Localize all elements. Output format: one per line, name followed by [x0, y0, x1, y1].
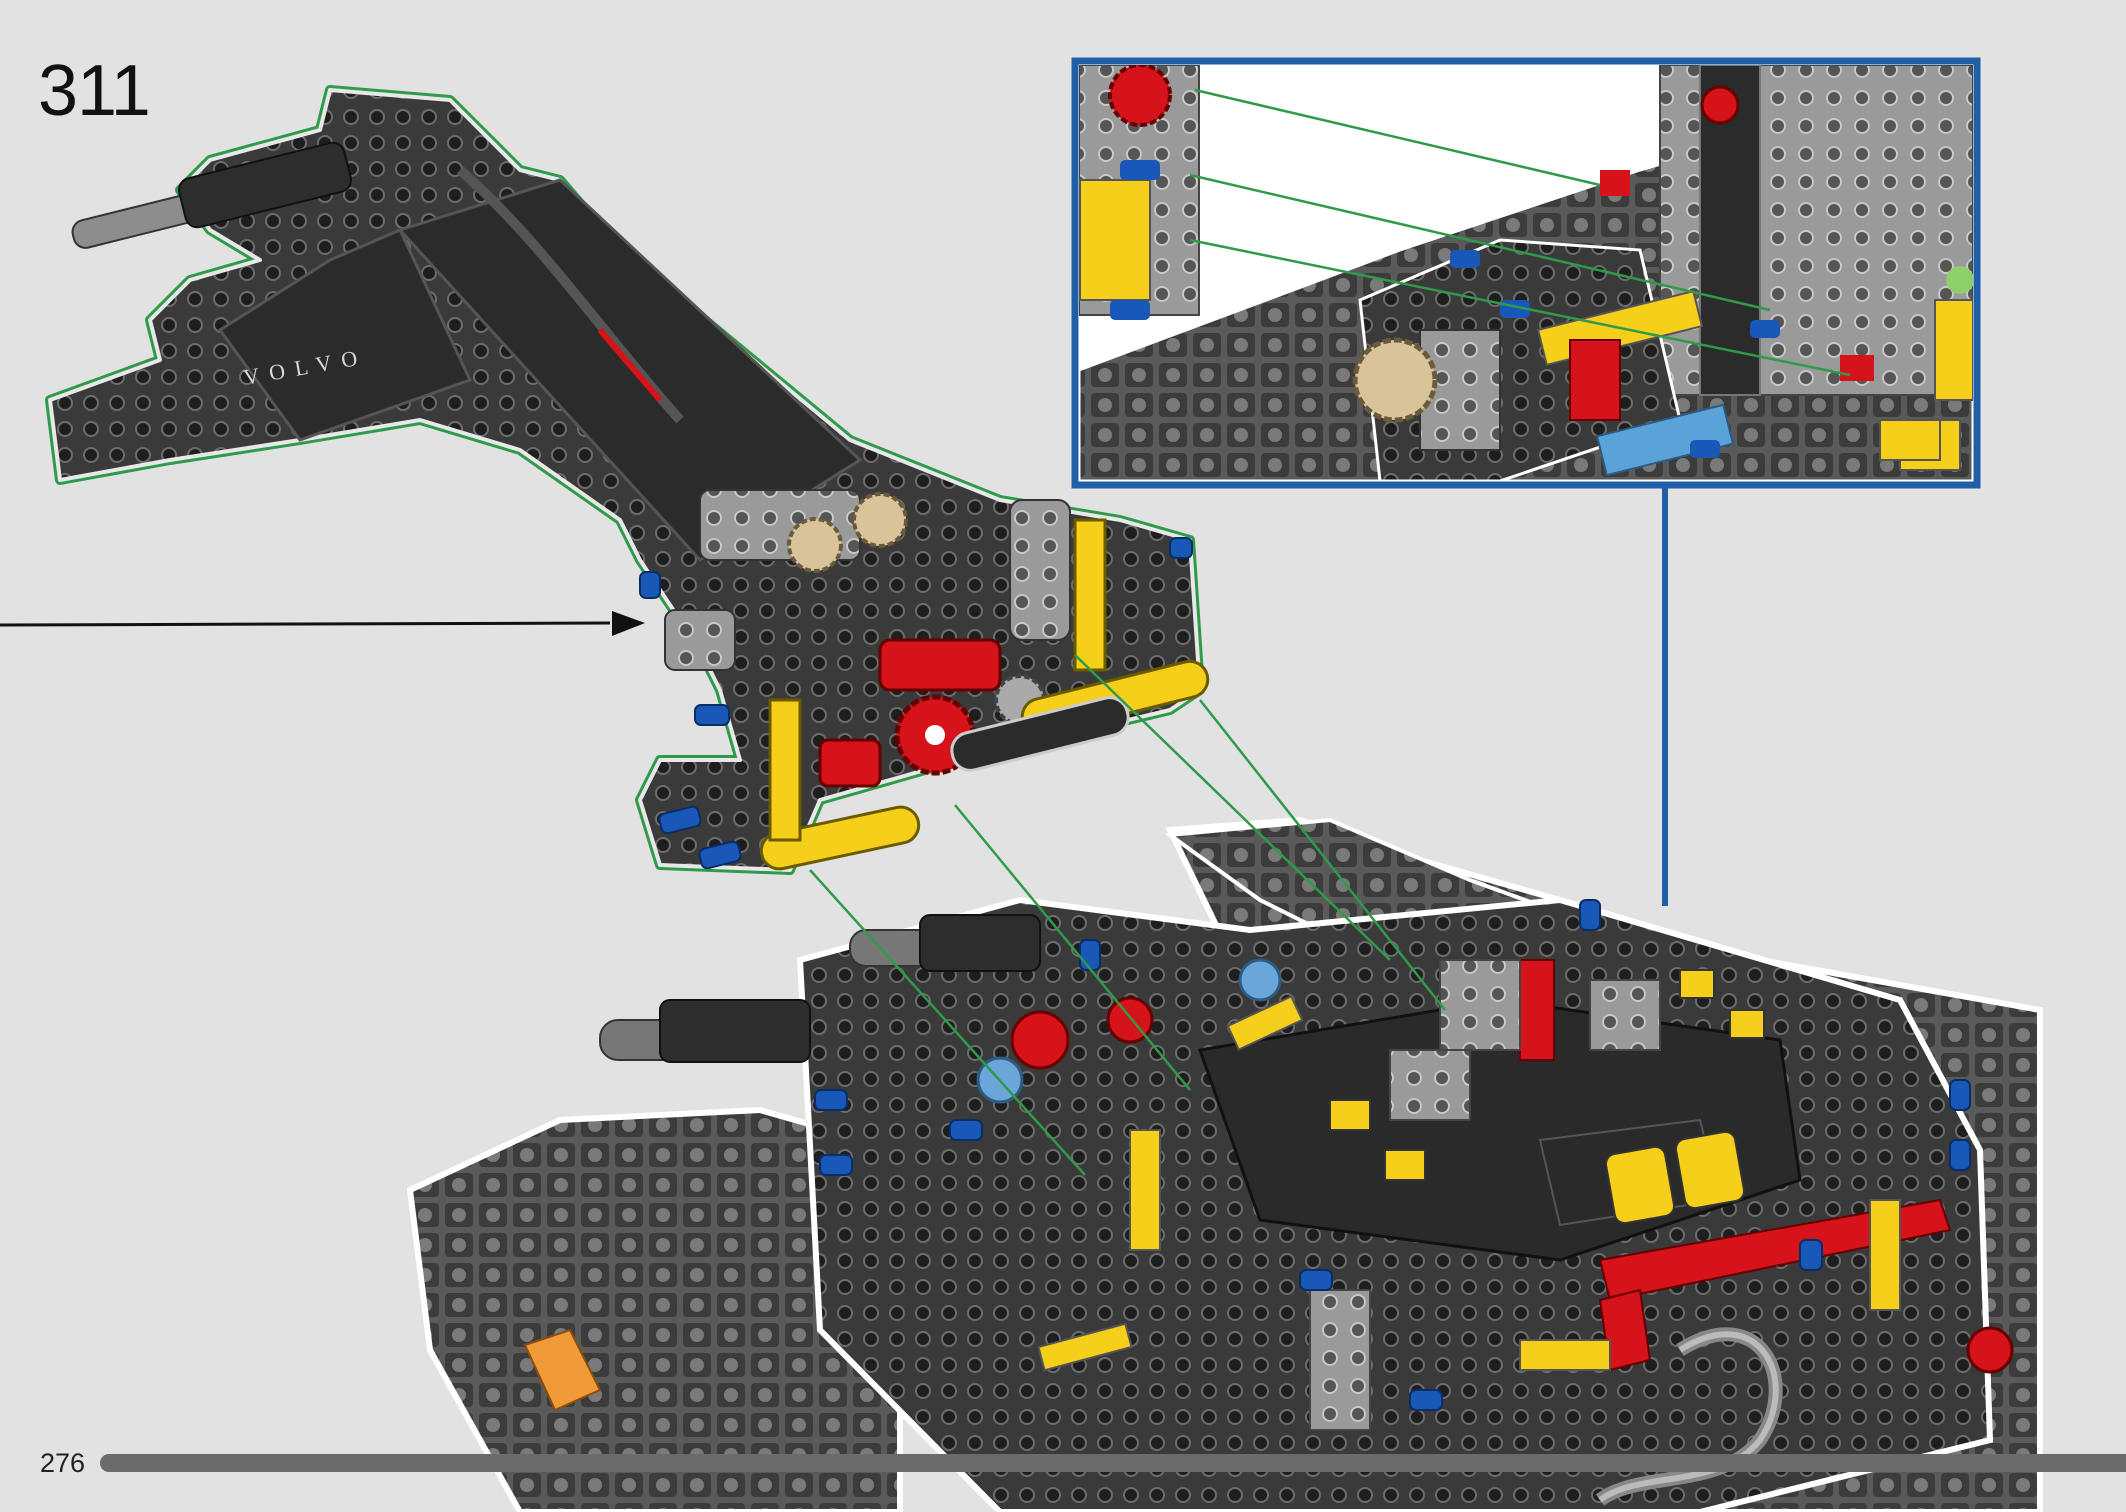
boom-subassembly: VOLVO [45, 85, 1210, 875]
boom-panel [397, 178, 863, 562]
zoom-callout-box [1071, 57, 1981, 489]
callout-pointer [1662, 486, 1668, 906]
red-axle [1519, 959, 1555, 1061]
build-progress-fill [100, 1454, 2126, 1472]
page-number: 276 [40, 1448, 86, 1478]
assembly-guide-lines [809, 654, 1446, 1176]
base-assembly [406, 816, 2043, 1512]
step-number: 311 [38, 51, 151, 131]
warning-tile [1604, 1145, 1676, 1225]
right-arrow-icon [0, 611, 645, 636]
build-progress-bar [100, 1454, 2126, 1472]
orange-tile [523, 1328, 602, 1412]
yellow-beam [759, 805, 921, 871]
warning-tile [1674, 1130, 1746, 1210]
